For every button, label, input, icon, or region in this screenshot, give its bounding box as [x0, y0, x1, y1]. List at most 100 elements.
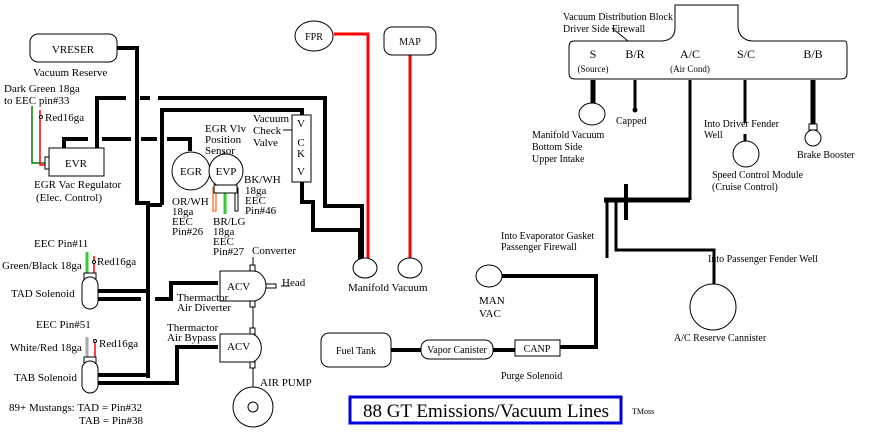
man-vac-line-2: VAC	[479, 308, 501, 320]
vreser[interactable]: VRESER Vacuum Reserve	[29, 33, 118, 79]
evp-caption-1: EGR Vlv	[205, 123, 247, 135]
acv1-label: ACV	[227, 281, 250, 293]
brake-booster-label: Brake Booster	[797, 150, 855, 161]
man-vac[interactable]: MAN VAC	[475, 264, 505, 320]
head-label: Head	[282, 277, 306, 289]
egr-valve[interactable]: EGR	[171, 151, 211, 191]
pass-fender-label: Into Passenger Fender Well	[708, 254, 818, 265]
evr-line-1	[95, 96, 126, 148]
tad-solenoid[interactable]: EEC Pin#11 Green/Black 18ga Red16ga TAD …	[2, 238, 136, 310]
note-line-1: 89+ Mustangs: TAD = Pin#32	[9, 402, 142, 414]
orwh-eec: EEC	[172, 216, 193, 228]
vapor-canister[interactable]: Vapor Canister	[420, 339, 494, 360]
acv2-caption-1: Thermactor	[167, 322, 219, 334]
vacuum-check-valve[interactable]: V C K V Vacuum Check Valve	[253, 113, 312, 183]
egr-line	[167, 137, 192, 151]
ac-reserve-label: A/C Reserve Cannister	[674, 333, 767, 344]
acv2-caption-2: Air Bypass	[167, 332, 216, 344]
acv1-line	[155, 281, 218, 301]
man-vac-line-1: MAN	[479, 295, 505, 307]
fuel-tank[interactable]: Fuel Tank	[320, 332, 392, 368]
evr-caption-2: (Elec. Control)	[36, 192, 102, 204]
map-sensor[interactable]: MAP	[383, 26, 437, 56]
vreser-caption: Vacuum Reserve	[33, 67, 107, 79]
cv-caption-1: Vacuum	[253, 113, 289, 125]
fpr[interactable]: FPR	[294, 20, 334, 52]
fpr-line	[334, 32, 370, 260]
fuel-tank-label: Fuel Tank	[336, 346, 376, 357]
driver-fender-1: Into Driver Fender	[704, 119, 780, 130]
acv-air-bypass[interactable]: ACV Thermactor Air Bypass	[167, 322, 262, 369]
speed-control-module[interactable]: Speed Control Module (Cruise Control)	[712, 140, 804, 193]
evp-caption-3: Sensor	[205, 145, 235, 157]
cv-letter-2: C	[297, 137, 304, 149]
evap-gasket-1: Into Evaporator Gasket	[501, 231, 595, 242]
port-s-sub: (Source)	[578, 64, 609, 74]
upper-intake-1: Manifold Vacuum	[532, 130, 605, 141]
air-pump[interactable]: AIR PUMP	[232, 377, 312, 428]
canp-solenoid[interactable]: CANP Purge Solenoid	[501, 339, 562, 382]
canp-caption: Purge Solenoid	[501, 371, 562, 382]
tab-solenoid[interactable]: EEC Pin#51 White/Red 18ga Red16ga TAB So…	[10, 319, 138, 394]
tab-pin: EEC Pin#51	[36, 319, 91, 331]
ac-reserve-cannister[interactable]: A/C Reserve Cannister	[674, 283, 767, 344]
converter-label: Converter	[252, 245, 296, 257]
acv1-caption-1: Thermactor	[177, 292, 229, 304]
title-text: 88 GT Emissions/Vacuum Lines	[363, 401, 609, 422]
tad-red: Red16ga	[97, 256, 136, 268]
vreser-line	[117, 46, 150, 205]
orwh-label: OR/WH	[172, 196, 209, 208]
vacuum-lines	[62, 46, 816, 385]
upper-intake-vacuum[interactable]: Manifold Vacuum Bottom Side Upper Intake	[532, 102, 606, 165]
evr-red-wire	[39, 110, 45, 166]
port-ac: A/C	[680, 47, 700, 61]
bkwh-pin: Pin#46	[245, 205, 277, 217]
port-ac-sub: (Air Cond)	[670, 64, 710, 74]
brlg-ga: 18ga	[213, 226, 235, 238]
evp-sensor[interactable]: EVP EGR Vlv Position Sensor	[205, 123, 247, 194]
cv-letter-4: V	[297, 166, 305, 178]
cv-caption-2: Check	[253, 125, 282, 137]
driver-fender-2: Well	[704, 130, 723, 141]
capped-label: Capped	[616, 116, 647, 127]
port-s: S	[590, 47, 597, 61]
brlg-eec: EEC	[213, 236, 234, 248]
author-text: TMoss	[632, 407, 654, 416]
tab-label: TAB Solenoid	[14, 372, 77, 384]
cv-caption-3: Valve	[253, 137, 278, 149]
evr-green-label-1: Dark Green 18ga	[4, 83, 80, 95]
tab-red: Red16ga	[99, 338, 138, 350]
note-line-2: TAB = Pin#38	[79, 415, 143, 427]
canp-label: CANP	[524, 344, 551, 355]
evr-red-label: Red16ga	[45, 112, 84, 124]
tad-label: TAD Solenoid	[11, 288, 75, 300]
evr[interactable]: EVR EGR Vac Regulator (Elec. Control)	[34, 147, 122, 204]
evp-caption-2: Position	[205, 134, 242, 146]
acv-air-diverter[interactable]: ACV Thermactor Air Diverter Converter He…	[177, 245, 306, 314]
fpr-label: FPR	[305, 32, 323, 43]
upper-intake-2: Bottom Side	[532, 142, 583, 153]
evr-caption-1: EGR Vac Regulator	[34, 179, 122, 191]
check-valve-bottom-line	[300, 180, 362, 260]
cv-letter-1: V	[297, 118, 305, 130]
air-pump-label: AIR PUMP	[260, 377, 312, 389]
acv1-caption-2: Air Diverter	[177, 302, 231, 314]
bkwh-eec: EEC	[245, 195, 266, 207]
evp-label: EVP	[216, 166, 237, 178]
orwh-ga: 18ga	[172, 206, 194, 218]
capped-cap-icon	[632, 107, 638, 113]
acv2-label: ACV	[227, 341, 250, 353]
canp-line	[502, 274, 598, 349]
red-lines	[334, 32, 412, 260]
port-br: B/R	[625, 47, 644, 61]
brake-booster[interactable]: Brake Booster	[797, 123, 855, 161]
bkwh-ga: 18ga	[245, 185, 267, 197]
dist-caption-2: Driver Side Firewall	[563, 24, 645, 35]
manifold-vacuum[interactable]: Manifold Vacuum	[348, 257, 428, 294]
check-valve-top-line	[160, 108, 304, 205]
vapor-canister-label: Vapor Canister	[427, 345, 487, 356]
bkwh-label: BK/WH	[244, 174, 281, 186]
vacuum-distribution-block[interactable]: Vacuum Distribution Block Driver Side Fi…	[563, 4, 848, 80]
tad-wires	[85, 252, 96, 273]
diagram-title: 88 GT Emissions/Vacuum Lines TMoss	[348, 395, 654, 425]
